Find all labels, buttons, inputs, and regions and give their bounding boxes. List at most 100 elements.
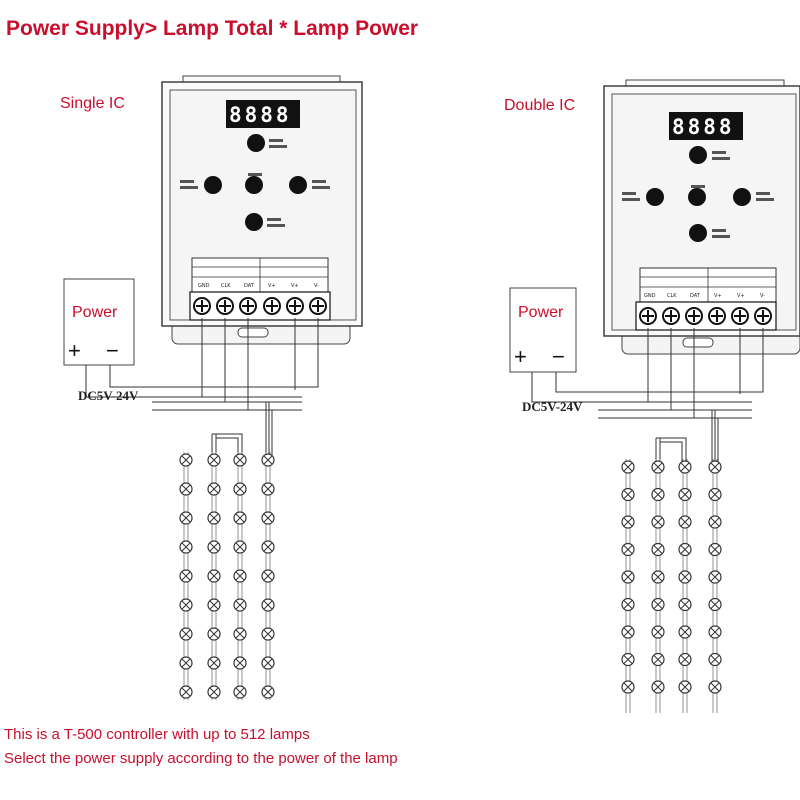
terminal-labels: GND CLK DAT V+ V+ V- [198, 283, 319, 289]
lamp-icon [708, 570, 722, 584]
lamp-icon [678, 487, 692, 502]
set-button[interactable] [245, 176, 263, 194]
lamp-icon [233, 540, 247, 554]
lamp-icon [207, 656, 221, 670]
screw-terminal-strip [189, 291, 331, 321]
lamp-icon [179, 540, 193, 554]
screw-terminals [639, 307, 772, 325]
lamp-icon [179, 482, 193, 496]
led-display-digits: 8888 [229, 103, 292, 127]
lamp-icon [179, 453, 193, 467]
lamp-icon [233, 569, 247, 583]
lamp-icon [179, 656, 193, 670]
terminal-label: CLK [221, 283, 231, 289]
screw-terminals [193, 297, 327, 315]
lamp-icon [621, 542, 635, 557]
lamp-icon [678, 597, 692, 612]
lamp-icon [651, 460, 665, 474]
lamp-icon [207, 685, 221, 699]
lamp-icon [207, 453, 221, 467]
lamp-icon [261, 685, 275, 699]
lamp-icon [233, 685, 247, 699]
lamp-icon [708, 515, 722, 529]
note-line-2: Select the power supply according to the… [4, 750, 398, 767]
mode-minus-button[interactable] [689, 224, 707, 242]
single-ic-diagram: Single IC 8888 [60, 75, 363, 700]
lamp-icon [708, 625, 722, 639]
lamp-icon [651, 652, 665, 667]
lamp-icon [261, 598, 275, 612]
lamp-icon [678, 542, 692, 557]
lamp-icon [678, 680, 692, 694]
lamp-icon [233, 598, 247, 612]
mode-plus-button[interactable] [689, 146, 707, 164]
lamp-icon [207, 482, 221, 496]
lamp-icon [207, 598, 221, 612]
lamp-icon [621, 625, 635, 639]
note-line-1: This is a T-500 controller with up to 51… [4, 726, 310, 743]
lamp-icon [621, 570, 635, 584]
power-supply-box [509, 287, 577, 373]
power-label: Power [72, 304, 118, 321]
lamp-icon [621, 515, 635, 529]
lamp-icon [179, 627, 193, 641]
mode-minus-button[interactable] [245, 213, 263, 231]
lamp-icon [179, 598, 193, 612]
mode-plus-button[interactable] [247, 134, 265, 152]
page-title: Power Supply> Lamp Total * Lamp Power [6, 17, 418, 40]
plus-terminal: + [68, 338, 81, 363]
lamp-icon [261, 656, 275, 670]
lamp-icon [678, 570, 692, 584]
lamp-icon [651, 625, 665, 639]
lamp-icon [678, 460, 692, 474]
speed-minus-button[interactable] [646, 188, 664, 206]
lamp-icon [651, 680, 665, 694]
lamp-icon [261, 482, 275, 496]
lamp-icon [621, 460, 635, 474]
controller-unit: 8888 GND CLK DAT V+ [161, 75, 363, 345]
lamp-icon [678, 625, 692, 639]
terminal-labels: GND CLK DAT V+ V+ V- [644, 293, 765, 299]
power-supply-box [63, 278, 135, 366]
lamp-icon [708, 460, 722, 474]
lamp-icon [621, 487, 635, 502]
speed-plus-button[interactable] [289, 176, 307, 194]
lamp-icon [233, 511, 247, 525]
terminal-label: GND [198, 283, 210, 289]
wiring-lines [85, 318, 319, 456]
lamp-icon [708, 542, 722, 557]
lamp-icon [651, 515, 665, 529]
minus-terminal: − [552, 344, 565, 369]
plus-terminal: + [514, 344, 527, 369]
terminal-label: V+ [737, 293, 745, 299]
terminal-label: GND [644, 293, 656, 299]
lamp-icon [207, 540, 221, 554]
terminal-label: V- [760, 293, 765, 299]
lamp-icon [708, 652, 722, 667]
screw-terminal-strip [635, 301, 777, 331]
power-label: Power [518, 304, 564, 321]
lamp-icon [651, 570, 665, 584]
button-glyphs [180, 139, 330, 227]
led-display [669, 112, 743, 140]
lamp-icon [261, 569, 275, 583]
lamp-icon [708, 487, 722, 502]
lamp-icon [678, 515, 692, 529]
lamp-icon [233, 656, 247, 670]
lamp-icon [207, 627, 221, 641]
set-button[interactable] [688, 188, 706, 206]
lamp-icon [621, 680, 635, 694]
terminal-label: V- [314, 283, 319, 289]
lamp-icon [233, 627, 247, 641]
button-glyphs [622, 151, 774, 238]
speed-plus-button[interactable] [733, 188, 751, 206]
lamp-icon [651, 597, 665, 612]
terminal-label: V+ [714, 293, 722, 299]
lamp-icon [621, 652, 635, 667]
led-display-digits: 8888 [672, 115, 735, 139]
single-ic-label: Single IC [60, 95, 125, 112]
terminal-label: V+ [268, 283, 276, 289]
speed-minus-button[interactable] [204, 176, 222, 194]
voltage-label: DC5V-24V [522, 399, 583, 414]
